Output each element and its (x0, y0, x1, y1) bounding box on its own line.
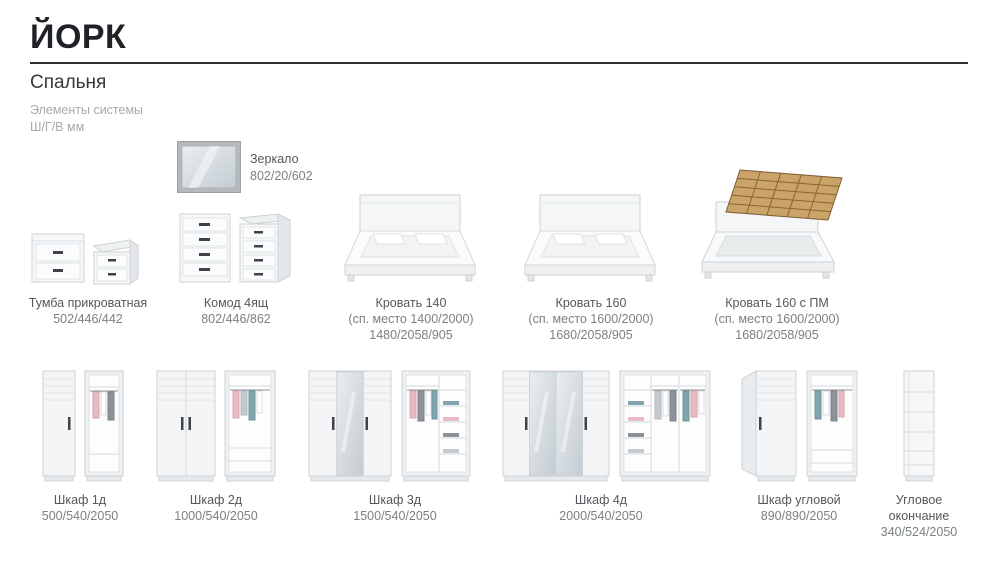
wardrobe-3d-closed-image (308, 370, 392, 482)
wardrobe-1d-label: Шкаф 1д 500/540/2050 (10, 492, 150, 524)
product-name: Кровать 140 (375, 296, 447, 310)
product-dims: 2000/540/2050 (559, 509, 643, 523)
wardrobe-corner-open-image (806, 370, 858, 482)
wardrobe-2d-open-image (224, 370, 276, 482)
product-sleep-size: (сп. место 1600/2000) (714, 312, 840, 326)
bed-160-pm-image (701, 169, 843, 279)
product-dims: 1680/2058/905 (549, 328, 633, 342)
product-name: Кровать 160 (555, 296, 627, 310)
bed-140-label: Кровать 140 (сп. место 1400/2000) 1480/2… (331, 295, 491, 343)
meta-elements: Элементы системы (30, 103, 144, 117)
wardrobe-1d-open-image (84, 370, 124, 482)
bed-140-image (344, 194, 476, 282)
product-name: Шкаф 2д (189, 493, 243, 507)
wardrobe-4d-closed-image (502, 370, 610, 482)
product-dims: 802/20/602 (250, 169, 313, 183)
wardrobe-4d-open-image (619, 370, 711, 482)
product-name: Шкаф 1д (53, 493, 107, 507)
meta-dims-units: Ш/Г/В мм (30, 120, 85, 134)
product-dims: 1000/540/2050 (174, 509, 258, 523)
wardrobe-4d-label: Шкаф 4д 2000/540/2050 (531, 492, 671, 524)
page-title: ЙОРК (30, 18, 127, 56)
product-name: Зеркало (250, 152, 299, 166)
wardrobe-3d-label: Шкаф 3д 1500/540/2050 (325, 492, 465, 524)
mirror-image (177, 141, 241, 193)
corner-end-image (903, 370, 935, 482)
title-rule (30, 62, 968, 64)
product-sleep-size: (сп. место 1600/2000) (528, 312, 654, 326)
product-dims: 1500/540/2050 (353, 509, 437, 523)
product-name: Тумба прикроватная (28, 296, 148, 310)
wardrobe-3d-open-image (401, 370, 471, 482)
wardrobe-2d-label: Шкаф 2д 1000/540/2050 (146, 492, 286, 524)
product-dims: 340/524/2050 (880, 525, 958, 539)
product-dims: 802/446/862 (201, 312, 271, 326)
wardrobe-2d-closed-image (156, 370, 216, 482)
page-subtitle: Спальня (30, 72, 107, 93)
product-dims: 500/540/2050 (41, 509, 119, 523)
product-name: Шкаф 3д (368, 493, 422, 507)
chest-label: Комод 4ящ 802/446/862 (156, 295, 316, 327)
wardrobe-corner-label: Шкаф угловой 890/890/2050 (729, 492, 869, 524)
product-dims: 502/446/442 (53, 312, 123, 326)
product-sleep-size: (сп. место 1400/2000) (348, 312, 474, 326)
product-dims: 1680/2058/905 (735, 328, 819, 342)
bed-160-label: Кровать 160 (сп. место 1600/2000) 1680/2… (511, 295, 671, 343)
bed-160-pm-label: Кровать 160 с ПМ (сп. место 1600/2000) 1… (697, 295, 857, 343)
nightstand-label: Тумба прикроватная 502/446/442 (8, 295, 168, 327)
product-dims: 1480/2058/905 (369, 328, 453, 342)
corner-end-label: Угловое окончание 340/524/2050 (873, 492, 965, 540)
product-name: Кровать 160 с ПМ (725, 296, 829, 310)
wardrobe-corner-closed-image (741, 370, 797, 482)
product-name: Комод 4ящ (203, 296, 269, 310)
mirror-label: Зеркало 802/20/602 (250, 151, 360, 185)
product-name: Угловое окончание (888, 493, 950, 523)
product-name: Шкаф 4д (574, 493, 628, 507)
nightstand-image (31, 233, 140, 285)
chest-image (179, 213, 292, 283)
product-name: Шкаф угловой (757, 493, 841, 507)
bed-160-image (524, 194, 656, 282)
product-dims: 890/890/2050 (760, 509, 838, 523)
wardrobe-1d-closed-image (42, 370, 76, 482)
